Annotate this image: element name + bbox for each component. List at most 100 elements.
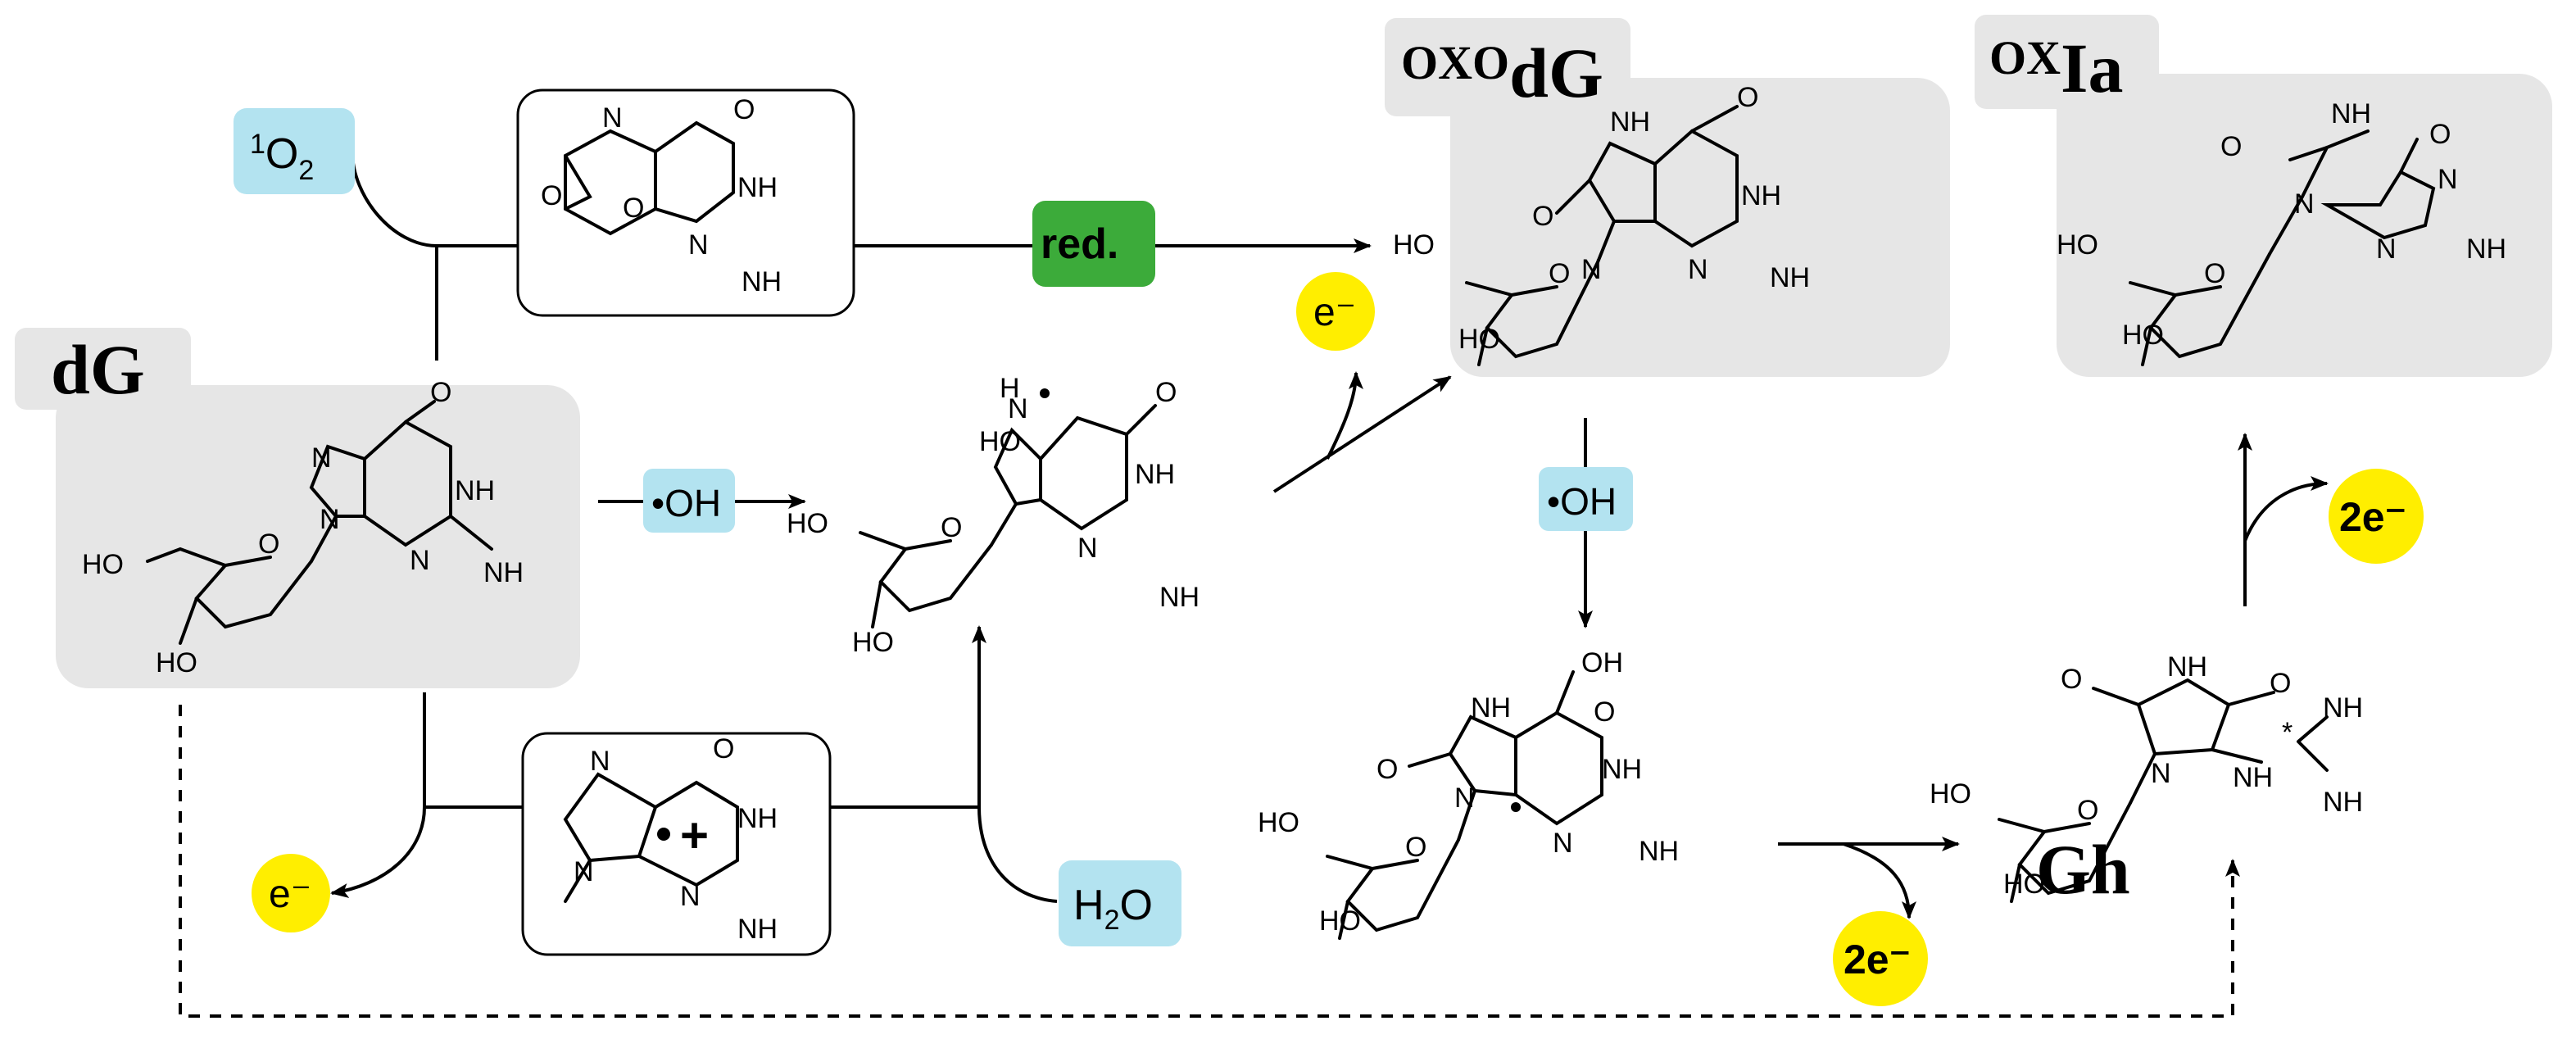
svg-text:O: O — [2061, 664, 2082, 695]
singlet-oxygen-curve — [351, 151, 438, 247]
svg-text:e⁻: e⁻ — [269, 873, 311, 916]
svg-text:NH: NH — [1602, 754, 1642, 785]
svg-text:NH: NH — [1639, 836, 1679, 867]
svg-text:1O2: 1O2 — [250, 129, 314, 186]
svg-text:OH: OH — [1581, 647, 1623, 678]
electron-loss-curve-mid — [1843, 842, 1916, 919]
svg-text:O: O — [1549, 258, 1570, 289]
c8-oh-adduct-structure: N H HO O NH N NH O HO HO — [787, 373, 1200, 658]
electron-loss-curve-right — [2243, 476, 2329, 542]
svg-text:NH: NH — [1471, 692, 1511, 724]
electron-loss-curve-top — [1326, 371, 1363, 460]
reduction-reagent: red. — [1032, 201, 1155, 287]
direct-oxidation-dashed-path — [179, 705, 2240, 1018]
oxodG-structure: NH O O NH N NH N O HO HO — [1393, 82, 1810, 366]
svg-text:HO: HO — [1319, 905, 1361, 937]
svg-text:NH: NH — [737, 803, 778, 834]
svg-text:N: N — [2376, 234, 2397, 265]
svg-text:2e⁻: 2e⁻ — [2339, 494, 2406, 540]
svg-text:HO: HO — [852, 627, 894, 658]
svg-text:HO: HO — [787, 508, 828, 539]
svg-text:N: N — [2438, 164, 2458, 195]
svg-text:HO: HO — [156, 647, 197, 678]
svg-text:N: N — [410, 545, 430, 576]
electron-badge-left: e⁻ — [252, 854, 330, 932]
svg-text:2e⁻: 2e⁻ — [1844, 937, 1911, 982]
svg-text:N: N — [2294, 188, 2315, 220]
svg-text:N: N — [1454, 783, 1475, 814]
svg-text:HO: HO — [2057, 229, 2098, 261]
svg-text:HO: HO — [1258, 807, 1299, 838]
adduct-to-oxodG-arrow — [1272, 375, 1452, 493]
compound-label-oxodG: OXOdG — [1401, 34, 1603, 112]
svg-text:HO: HO — [2122, 320, 2164, 351]
svg-text:O: O — [1532, 201, 1553, 232]
hydroxyl-radical-reagent-2: •OH — [1539, 467, 1633, 531]
svg-text:O: O — [2220, 131, 2242, 162]
water-reagent: H2O — [1059, 860, 1181, 946]
two-electron-badge-right: 2e⁻ — [2329, 469, 2424, 564]
svg-text:•OH: •OH — [1547, 480, 1617, 523]
svg-text:NH: NH — [742, 266, 782, 297]
svg-text:N: N — [1077, 533, 1098, 564]
svg-text:O: O — [623, 193, 644, 224]
svg-text:HO: HO — [82, 549, 124, 580]
compound-label-oxIa: OXIa — [1989, 29, 2123, 107]
svg-text:O: O — [1737, 82, 1758, 113]
svg-text:O: O — [2204, 258, 2225, 289]
electron-loss-curve-left — [330, 806, 426, 898]
svg-text:HO: HO — [1458, 324, 1500, 355]
svg-text:N: N — [311, 442, 332, 474]
svg-text:O: O — [1376, 754, 1398, 785]
svg-text:HO: HO — [979, 426, 1021, 457]
svg-text:NH: NH — [2323, 787, 2363, 818]
svg-text:O: O — [1594, 696, 1615, 728]
svg-text:N: N — [1553, 828, 1573, 859]
svg-text:e⁻: e⁻ — [1313, 291, 1356, 334]
electron-badge-top: e⁻ — [1296, 272, 1375, 351]
svg-text:O: O — [2429, 119, 2451, 150]
svg-text:NH: NH — [455, 475, 495, 506]
svg-text:N: N — [602, 102, 623, 134]
svg-text:O: O — [541, 180, 562, 211]
svg-text:HO: HO — [1930, 778, 1971, 810]
compound-label-dG: dG — [51, 330, 145, 409]
svg-text:*: * — [2282, 717, 2293, 748]
singlet-oxygen-reagent: 1O2 — [234, 108, 355, 194]
svg-text:NH: NH — [2331, 98, 2371, 129]
svg-text:N: N — [688, 229, 709, 261]
svg-text:NH: NH — [1770, 262, 1810, 293]
svg-text:N: N — [590, 746, 610, 777]
svg-text:NH: NH — [1610, 107, 1650, 138]
oxIa-structure: NH O N O N N NH O HO HO — [2057, 98, 2506, 366]
svg-text:NH: NH — [2167, 651, 2207, 683]
svg-text:O: O — [713, 733, 734, 765]
svg-text:NH: NH — [2323, 692, 2363, 724]
svg-text:NH: NH — [1135, 459, 1175, 490]
svg-text:N: N — [574, 856, 594, 887]
svg-text:HO: HO — [1393, 229, 1435, 261]
dG-structure: N O NH N N NH O HO HO — [82, 377, 524, 678]
svg-text:NH: NH — [1159, 582, 1200, 613]
svg-text:NH: NH — [1741, 180, 1781, 211]
svg-text:O: O — [430, 377, 451, 408]
svg-text:O: O — [1155, 377, 1177, 408]
svg-text:N: N — [680, 881, 701, 912]
oxIa-panel — [1975, 15, 2552, 377]
svg-text:red.: red. — [1041, 220, 1118, 268]
hydroxyl-radical-reagent-1: •OH — [643, 469, 735, 533]
two-electron-badge-mid: 2e⁻ — [1833, 911, 1928, 1006]
svg-text:N: N — [2151, 758, 2171, 789]
svg-text:NH: NH — [2466, 234, 2506, 265]
svg-text:O: O — [2270, 668, 2291, 699]
svg-text:H2O: H2O — [1073, 882, 1153, 936]
svg-text:O: O — [941, 512, 962, 543]
svg-text:HO: HO — [2003, 869, 2045, 900]
svg-text:NH: NH — [2233, 762, 2273, 793]
svg-text:N: N — [1581, 254, 1602, 285]
compound-label-gh: Gh — [2036, 830, 2130, 909]
hydroxy-oxodG-radical-structure: OH NH O O NH N NH N O HO HO — [1258, 647, 1679, 940]
water-curve — [977, 806, 1058, 903]
svg-text:NH: NH — [483, 557, 524, 588]
oxodG-panel — [1385, 18, 1950, 377]
